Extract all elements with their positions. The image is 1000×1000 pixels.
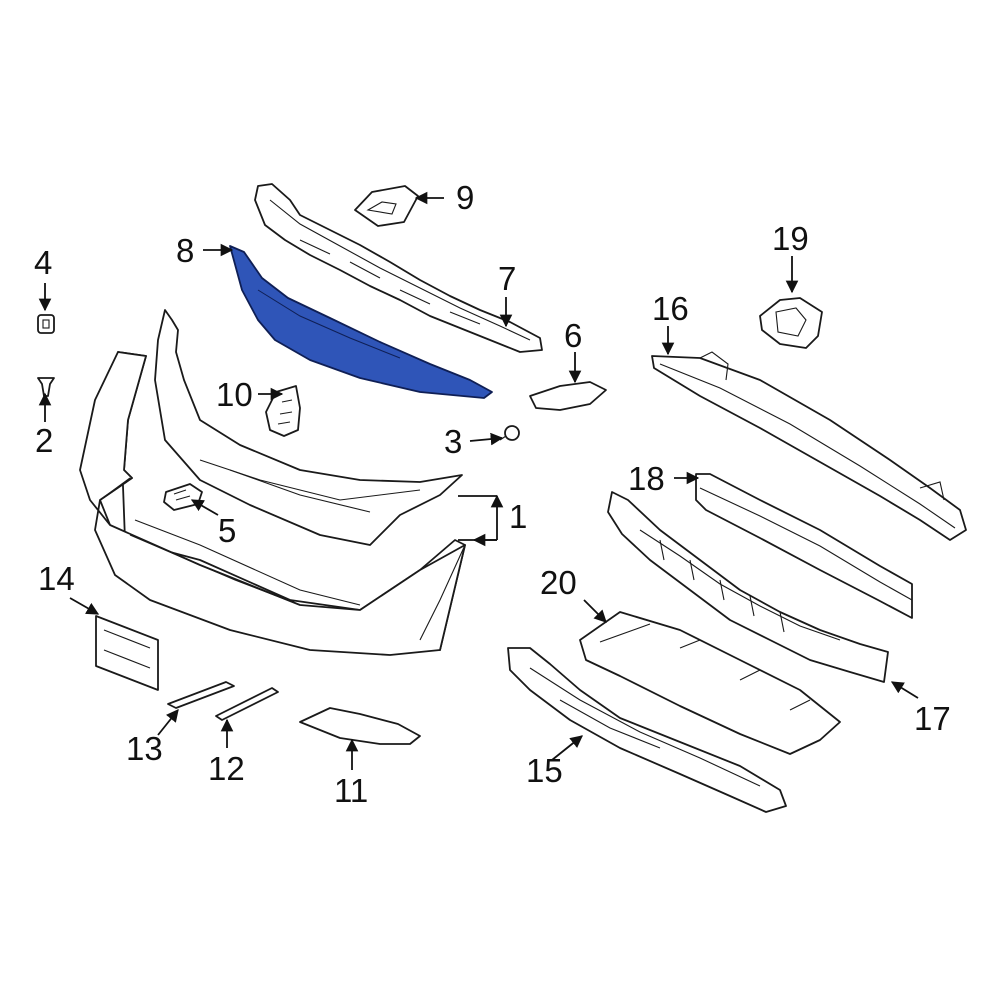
leader-17 [890, 681, 919, 699]
beam-16-part [651, 351, 967, 541]
crossmember-18-part [695, 473, 913, 619]
callout-9: 9 [456, 179, 474, 216]
lower-trim-11-part [299, 707, 421, 745]
bracket-19-part [759, 297, 823, 349]
leader-15 [551, 735, 583, 761]
absorber-17-part [607, 491, 889, 683]
leader-14 [69, 597, 100, 615]
leader-1 [458, 496, 497, 541]
upper-bracket-7-part [254, 183, 543, 353]
strip-12-part [215, 687, 279, 721]
grille-trim-8-part [229, 245, 493, 399]
screw-2-part [37, 377, 55, 397]
shield-20-part [579, 611, 841, 755]
callout-20: 20 [540, 564, 577, 601]
callout-4: 4 [34, 244, 52, 281]
callout-5: 5 [218, 512, 236, 549]
plate-9-part [354, 185, 419, 227]
callout-17: 17 [914, 700, 951, 737]
support-15-part [507, 647, 787, 813]
callout-18: 18 [628, 460, 665, 497]
bracket-5-part [163, 483, 203, 511]
upper-fascia-part [154, 309, 463, 546]
bumper-cover-part [79, 351, 466, 656]
callout-6: 6 [564, 317, 582, 354]
leader-lines [38, 191, 919, 770]
callout-10: 10 [216, 376, 253, 413]
strip-13-part [167, 681, 235, 709]
nut-4-part [37, 314, 55, 334]
callout-1: 1 [509, 498, 527, 535]
callout-11: 11 [334, 772, 368, 809]
callout-7: 7 [498, 260, 516, 297]
callout-13: 13 [126, 730, 163, 767]
leader-13 [157, 709, 179, 736]
callout-2: 2 [35, 422, 53, 459]
callout-19: 19 [772, 220, 809, 257]
trim-6-part [529, 381, 607, 411]
callout-12: 12 [208, 750, 245, 787]
callout-16: 16 [652, 290, 689, 327]
callout-15: 15 [526, 752, 563, 789]
clip-3-part [499, 425, 520, 441]
callout-labels: 1 2 3 4 5 6 7 8 9 10 11 12 13 14 15 16 1… [34, 179, 951, 809]
leader-3 [469, 432, 504, 446]
callout-3: 3 [444, 423, 462, 460]
leader-5 [190, 499, 219, 516]
leader-20 [583, 599, 607, 623]
callout-14: 14 [38, 560, 75, 597]
callout-8: 8 [176, 232, 194, 269]
plate-bracket-14-part [95, 615, 159, 691]
